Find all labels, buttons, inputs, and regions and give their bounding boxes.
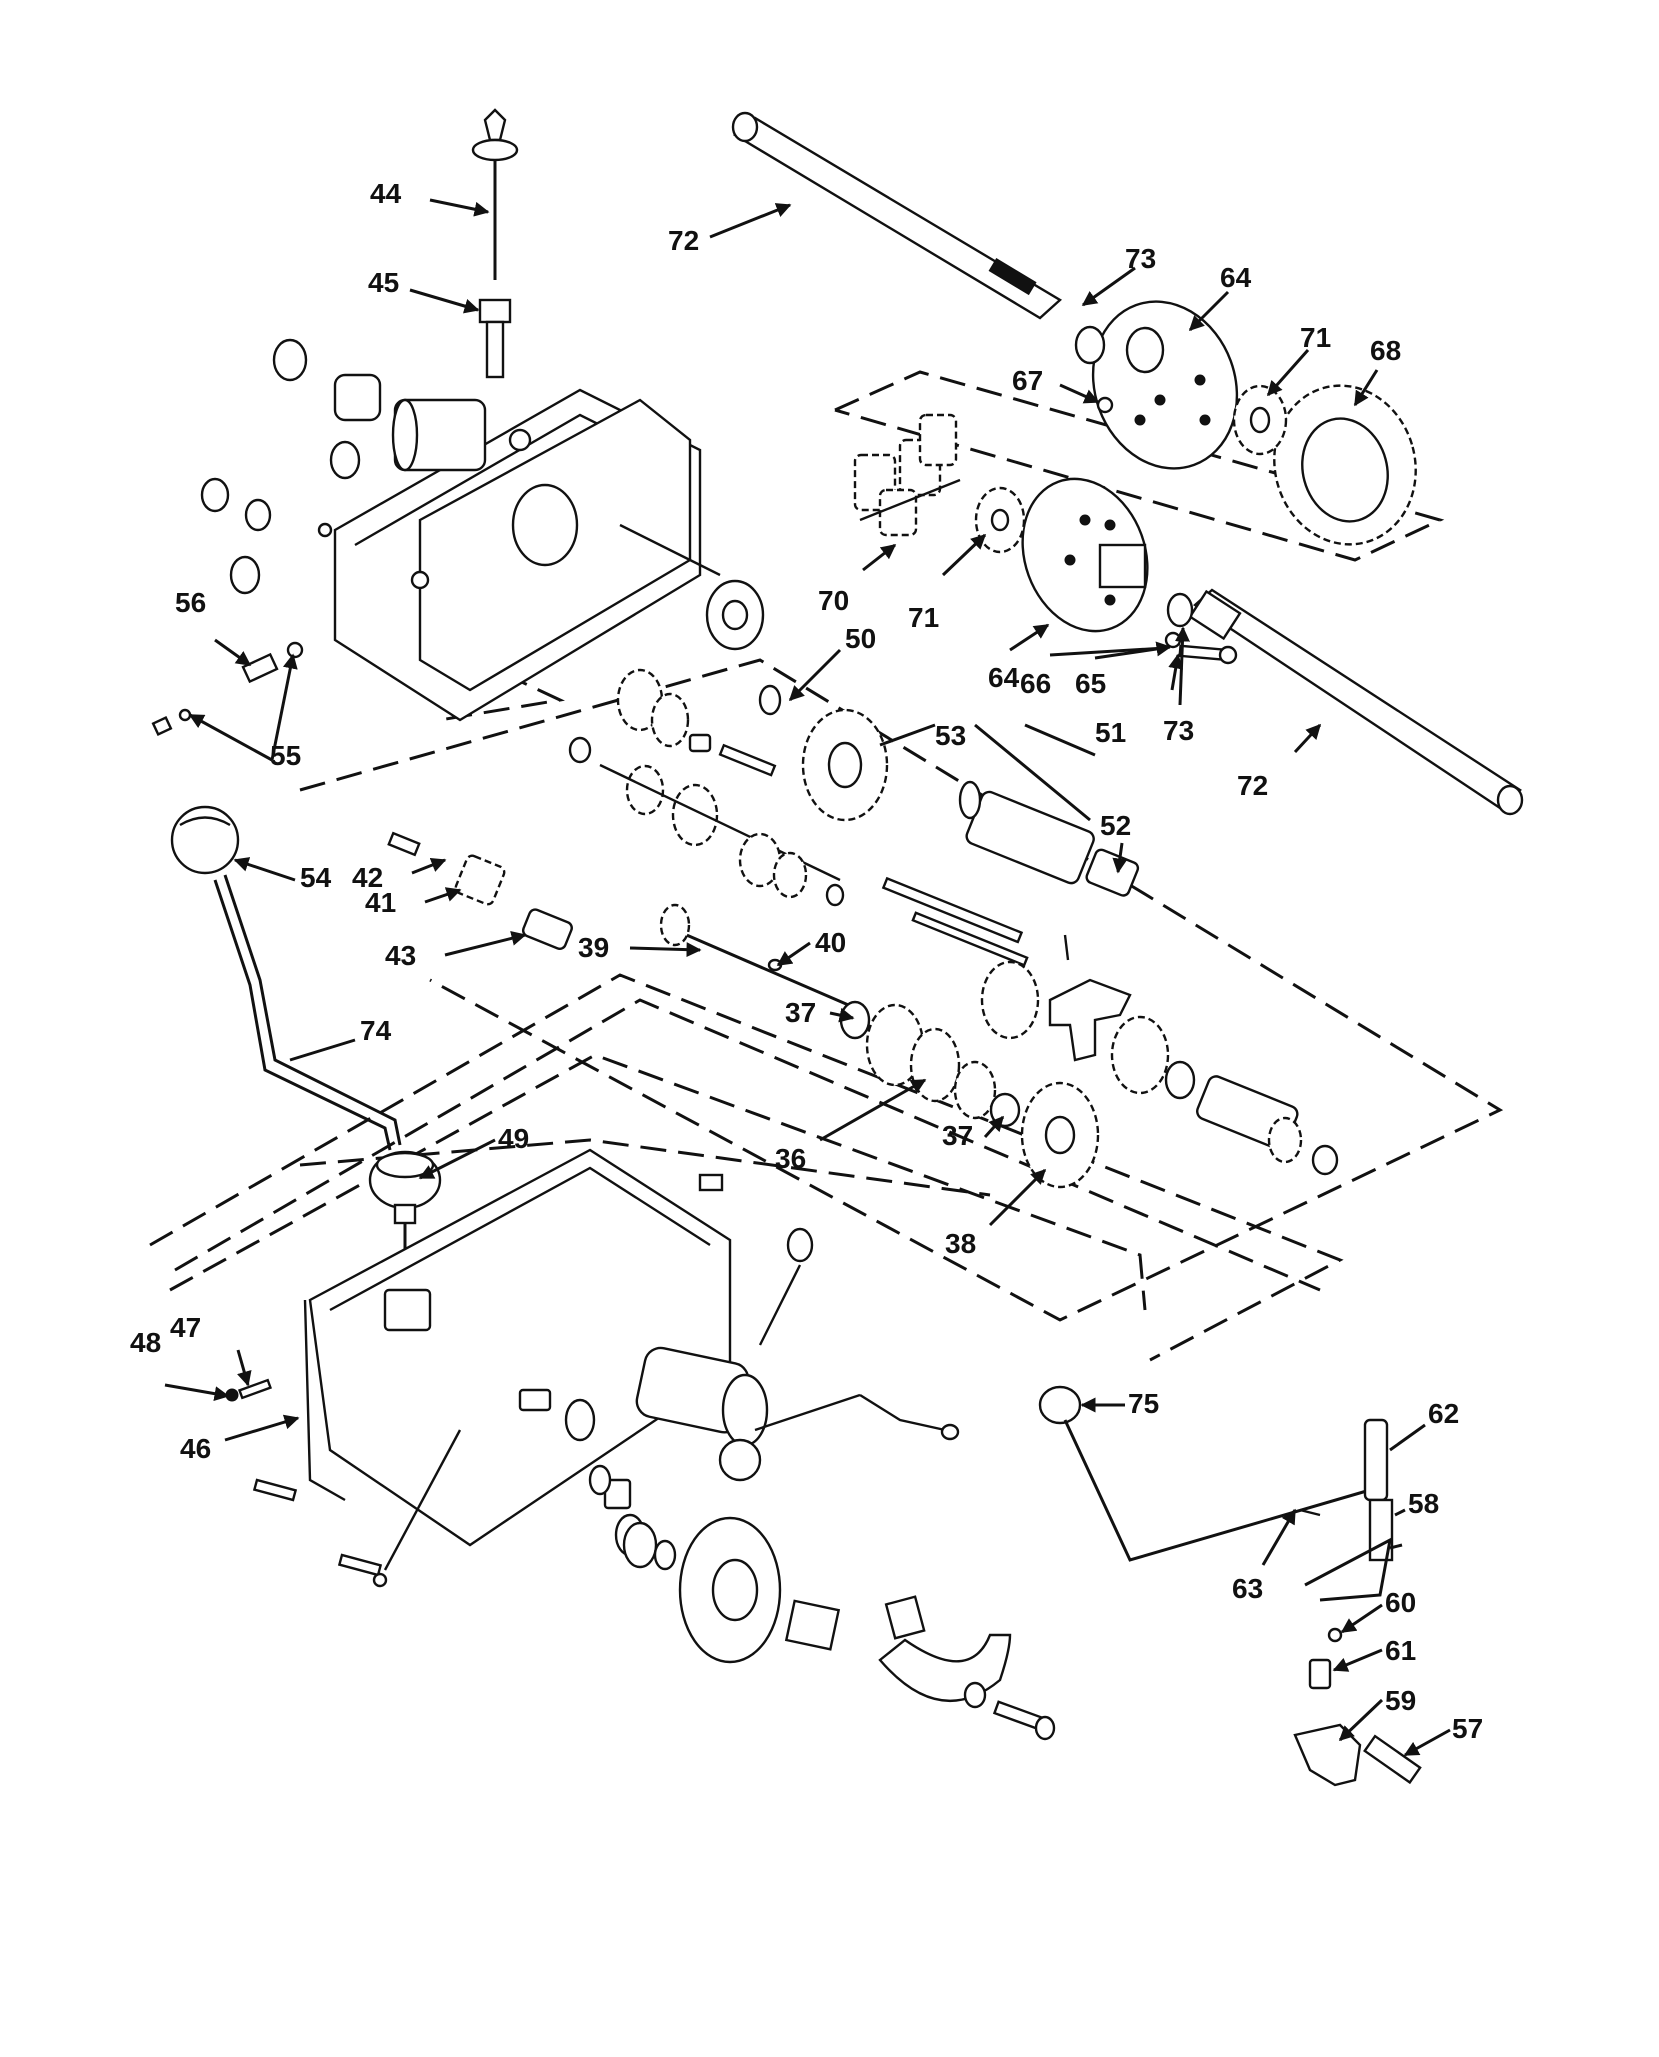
callout-70: 70 [818, 585, 849, 616]
callout-39: 39 [578, 932, 609, 963]
reverse-gear-cluster [839, 1000, 1100, 1189]
callout-38: 38 [945, 1228, 976, 1259]
callout-61: 61 [1385, 1635, 1416, 1666]
callout-62: 62 [1428, 1398, 1459, 1429]
shift-lever [170, 805, 402, 1151]
bevel-gear-upper [1232, 384, 1288, 456]
main-shaft-gears [758, 684, 1140, 897]
callout-50: 50 [845, 623, 876, 654]
callout-66: 66 [1020, 668, 1051, 699]
callout-65: 65 [1075, 668, 1106, 699]
callout-37-upper: 37 [785, 997, 816, 1028]
differential-cover-upper [1091, 300, 1239, 470]
callout-58: 58 [1408, 1488, 1439, 1519]
pinion-gear-cluster [853, 413, 961, 537]
callout-73-upper: 73 [1125, 243, 1156, 274]
callout-40: 40 [815, 927, 846, 958]
callout-42: 42 [352, 862, 383, 893]
callout-37-lower: 37 [942, 1120, 973, 1151]
callout-52: 52 [1100, 810, 1131, 841]
upper-housing-bearings [200, 338, 382, 595]
callout-56: 56 [175, 587, 206, 618]
callout-43: 43 [385, 940, 416, 971]
callout-59: 59 [1385, 1685, 1416, 1716]
brake-assembly [622, 1516, 1056, 1741]
callout-55: 55 [270, 740, 301, 771]
callout-75: 75 [1128, 1388, 1159, 1419]
callout-64-lower: 64 [988, 662, 1020, 693]
brake-lever [1038, 1385, 1371, 1562]
callout-74: 74 [360, 1015, 392, 1046]
callout-53: 53 [935, 720, 966, 751]
callout-47: 47 [170, 1312, 201, 1343]
callout-71-upper: 71 [1300, 322, 1331, 353]
callout-72-lower: 72 [1237, 770, 1268, 801]
callout-67: 67 [1012, 365, 1043, 396]
shift-shaft-assembly [387, 831, 861, 1012]
callout-57: 57 [1452, 1713, 1483, 1744]
callout-68: 68 [1370, 335, 1401, 366]
callout-46: 46 [180, 1433, 211, 1464]
axle-shaft-upper [731, 111, 1063, 320]
callout-41: 41 [365, 887, 396, 918]
axle-shaft-lower [1188, 588, 1524, 816]
shift-fork-gear-set [980, 934, 1339, 1176]
callout-54: 54 [300, 862, 332, 893]
callout-63: 63 [1232, 1573, 1263, 1604]
upper-housing [333, 388, 765, 722]
lower-housing-hardware [225, 1378, 462, 1588]
callout-labels: 72 73 64 71 68 67 70 71 64 66 65 73 72 4… [130, 178, 1483, 1744]
lower-housing [303, 1148, 960, 1557]
differential-cover-lower [1021, 477, 1149, 633]
detent-spring-ball [151, 641, 304, 736]
callout-73-lower: 73 [1163, 715, 1194, 746]
callout-49: 49 [498, 1123, 529, 1154]
ring-gear [1273, 384, 1417, 546]
callout-36: 36 [775, 1143, 806, 1174]
callout-71-lower: 71 [908, 602, 939, 633]
counter-shaft-gears [568, 668, 1029, 967]
callout-48: 48 [130, 1327, 161, 1358]
callout-64-upper: 64 [1220, 262, 1252, 293]
callout-44: 44 [370, 178, 402, 209]
bevel-gear-lower [974, 486, 1026, 554]
speedometer-cable-assembly [471, 108, 519, 379]
callout-60: 60 [1385, 1587, 1416, 1618]
callout-72-upper: 72 [668, 225, 699, 256]
differential-small-parts [1074, 325, 1238, 665]
callout-leaders [164, 198, 1451, 1757]
callout-45: 45 [368, 267, 399, 298]
callout-51: 51 [1095, 717, 1126, 748]
